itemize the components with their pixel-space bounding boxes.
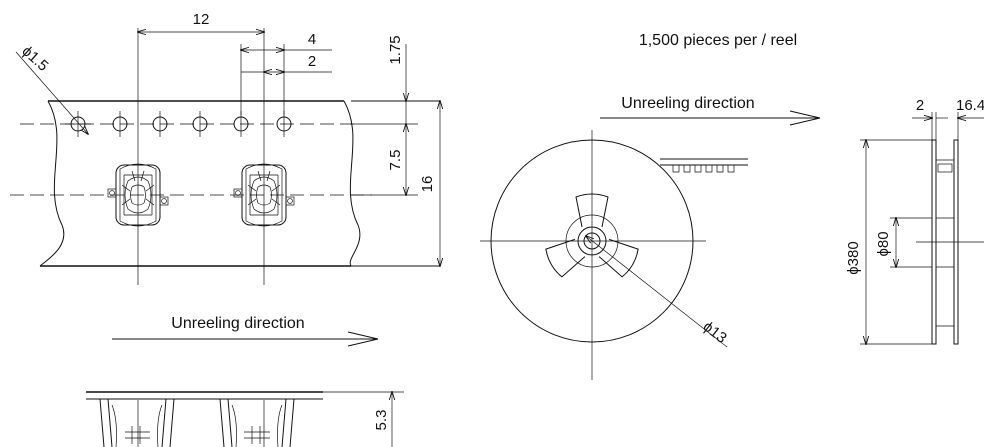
reel-side-view: 2 16.4 ϕ380 ϕ80 <box>845 97 984 344</box>
dim-half-pitch: 2 <box>308 53 316 70</box>
dim-reel-gap: 2 <box>916 97 924 114</box>
reel-front-view: 1,500 pieces per / reel Unreeling direct… <box>480 32 821 380</box>
dim-tape-width: 16 <box>419 176 436 193</box>
dim-reel-core: ϕ80 <box>875 231 892 256</box>
unreel-label-reel: Unreeling direction <box>621 95 754 112</box>
dim-reel-hub: ϕ13 <box>700 318 730 347</box>
sprocket-holes <box>65 111 292 137</box>
dim-hole-to-center: 7.5 <box>387 150 404 171</box>
tape-top-view: 12 4 2 ϕ1.5 1.75 7.5 16 Unreeling direct… <box>10 11 440 347</box>
dim-hole-pitch: 4 <box>308 31 316 48</box>
dim-reel-outer: ϕ380 <box>845 241 862 274</box>
dim-reel-width: 16.4 <box>956 97 984 114</box>
unreel-label-tape: Unreeling direction <box>171 315 304 332</box>
dim-hole-dia: ϕ1.5 <box>18 43 51 75</box>
pieces-per-reel: 1,500 pieces per / reel <box>639 32 797 49</box>
tape-side-view: 5.3 <box>86 392 404 447</box>
dim-tape-depth: 5.3 <box>373 410 390 431</box>
dim-pitch: 12 <box>193 11 210 28</box>
dim-edge-to-hole: 1.75 <box>387 35 404 64</box>
